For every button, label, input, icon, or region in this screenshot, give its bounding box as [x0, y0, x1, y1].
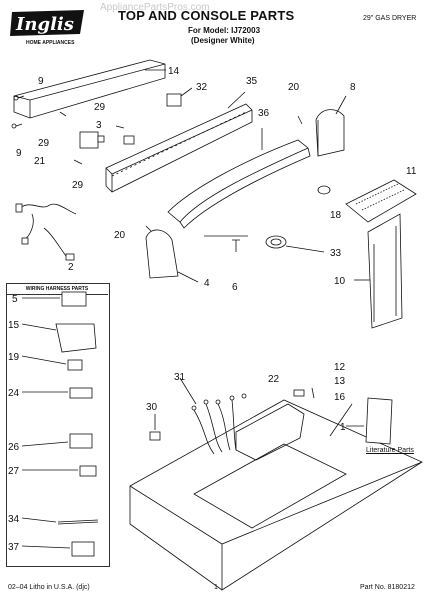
part-10-lint-duct — [367, 213, 403, 329]
callout-29-a: 29 — [94, 102, 106, 113]
callout-30: 30 — [146, 402, 158, 413]
part-3-component — [123, 135, 135, 145]
footer-part-number: Part No. 8180212 — [360, 584, 415, 591]
part-34-terminal — [57, 519, 99, 525]
part-2-wire-harness — [19, 203, 77, 257]
product-type: 29" GAS DRYER — [363, 15, 417, 22]
part-6-screw — [232, 239, 240, 252]
callout-9-bottom: 9 — [16, 148, 22, 159]
leader-33 — [285, 245, 325, 253]
watermark: AppliancePartsPros.com — [100, 2, 210, 13]
page-title: TOP AND CONSOLE PARTS — [118, 8, 295, 23]
logo-subtext: HOME APPLIANCES — [26, 40, 75, 46]
part-19-clip — [67, 359, 83, 371]
callout-5: 5 — [12, 294, 18, 305]
leader-35 — [227, 91, 246, 109]
part-15-connector — [55, 323, 97, 353]
callout-20-right: 20 — [288, 82, 300, 93]
callout-29-c: 29 — [72, 180, 84, 191]
part-4-end-cap — [145, 229, 179, 279]
part-18-bumper — [317, 185, 331, 195]
model-line: For Model: IJ72003 — [188, 26, 261, 35]
callout-22: 22 — [268, 374, 280, 385]
part-27-connector — [79, 465, 97, 477]
part-30-clip — [149, 431, 161, 441]
part-1-literature — [365, 397, 393, 445]
part-13-screw — [311, 387, 315, 399]
harness-leaders — [21, 297, 78, 549]
callout-2: 2 — [68, 262, 74, 273]
part-21-switch — [79, 131, 99, 149]
footer-litho: 02–04 Litho in U.S.A. (djc) — [8, 584, 90, 591]
callout-26: 26 — [8, 442, 20, 453]
leader-4 — [177, 271, 199, 283]
logo-text: Inglis — [15, 14, 74, 35]
callout-15: 15 — [8, 320, 20, 331]
callout-10: 10 — [334, 276, 346, 287]
wiring-harness-title: WIRING HARNESS PARTS — [6, 284, 108, 295]
callout-33: 33 — [330, 248, 342, 259]
leader-31 — [179, 377, 197, 405]
callout-14: 14 — [168, 66, 180, 77]
callout-29-b: 29 — [38, 138, 50, 149]
callout-24: 24 — [8, 388, 20, 399]
part-12-clip — [293, 389, 305, 397]
callout-13: 13 — [334, 376, 346, 387]
literature-label: Literature Parts — [366, 447, 414, 454]
callout-32: 32 — [196, 82, 208, 93]
part-29-screw-c — [59, 111, 67, 117]
callout-11: 11 — [406, 166, 417, 177]
leader-16 — [329, 403, 353, 437]
part-37-connector — [71, 541, 95, 557]
leader-8 — [335, 95, 347, 115]
callout-21: 21 — [34, 156, 46, 167]
part-31-wire-bundle — [193, 399, 237, 455]
part-26-connector — [69, 433, 93, 449]
callout-12: 12 — [334, 362, 346, 373]
callout-37: 37 — [8, 542, 20, 553]
part-35-console-panel — [105, 103, 253, 193]
callout-4: 4 — [204, 278, 210, 289]
callout-6: 6 — [232, 282, 238, 293]
callout-19: 19 — [8, 352, 20, 363]
callout-20-left: 20 — [114, 230, 126, 241]
callout-3: 3 — [96, 120, 102, 131]
callout-36: 36 — [258, 108, 270, 119]
part-9-screws — [11, 95, 25, 129]
callout-8: 8 — [350, 82, 356, 93]
part-24-connector — [69, 387, 93, 399]
part-16-cabinet-top — [129, 399, 423, 591]
callout-27: 27 — [8, 466, 20, 477]
part-33-ring — [265, 235, 287, 249]
part-8-end-cap — [315, 109, 345, 157]
callout-35: 35 — [246, 76, 258, 87]
part-32-bracket — [166, 93, 182, 107]
cabinet-top-recess — [193, 443, 347, 529]
part-29-screw-a — [115, 125, 125, 129]
inglis-logo: Inglis HOME APPLIANCES — [10, 10, 84, 46]
callout-9-top: 9 — [38, 76, 44, 87]
callout-31: 31 — [174, 372, 186, 383]
part-14-rear-panel — [13, 59, 166, 119]
part-5-connector — [61, 291, 87, 307]
wiring-harness-box — [6, 283, 110, 567]
callout-18: 18 — [330, 210, 342, 221]
color-line: (Designer White) — [191, 36, 255, 45]
callout-1: 1 — [340, 422, 346, 433]
part-20-screw-a — [297, 115, 303, 125]
callout-34: 34 — [8, 514, 20, 525]
callout-16: 16 — [334, 392, 346, 403]
part-29-screw-b — [73, 159, 83, 165]
footer-page-number: 1 — [214, 584, 218, 591]
